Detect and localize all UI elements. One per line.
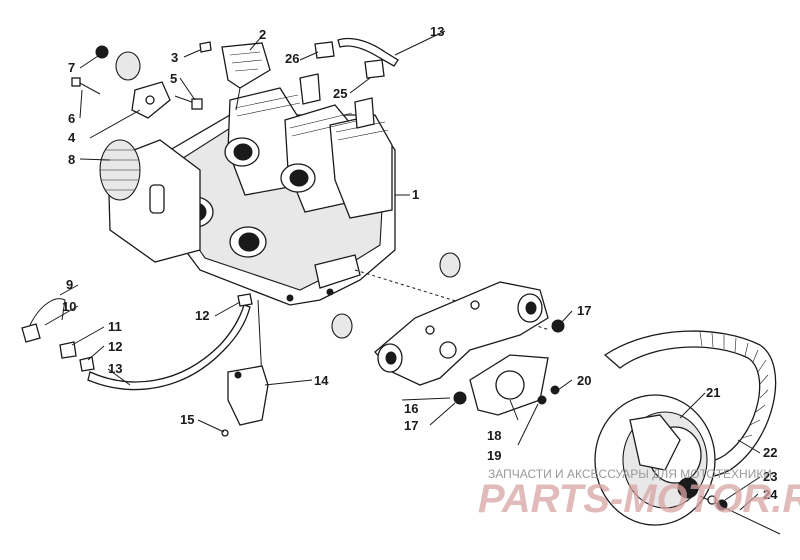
callout-20: 20 xyxy=(577,373,591,388)
callout-21: 21 xyxy=(706,385,720,400)
callout-24: 24 xyxy=(763,487,778,502)
watermark-tagline: ЗАПЧАСТИ И АКСЕССУАРЫ ДЛЯ МОТОТЕХНИКИ xyxy=(488,467,772,481)
callout-1: 1 xyxy=(412,187,419,202)
callout-13b: 13 xyxy=(430,24,444,39)
callout-23: 23 xyxy=(763,469,777,484)
callout-11: 11 xyxy=(108,319,122,334)
callout-25: 25 xyxy=(333,86,347,101)
callout-13a: 13 xyxy=(108,361,122,376)
callout-12a: 12 xyxy=(108,339,122,354)
callout-6: 6 xyxy=(68,111,75,126)
callout-3: 3 xyxy=(171,50,178,65)
recoil-starter xyxy=(99,139,201,263)
callout-15: 15 xyxy=(180,412,194,427)
callout-labels: 1 2 3 4 5 6 7 8 9 10 11 12 12 13 13 14 1… xyxy=(62,24,778,502)
top-hardware xyxy=(71,37,399,119)
callout-12b: 12 xyxy=(195,308,209,323)
callout-26: 26 xyxy=(285,51,299,66)
watermark-brand: PARTS-MOTOR.RU xyxy=(478,477,800,521)
bearing-bracket xyxy=(469,354,560,416)
callout-16: 16 xyxy=(404,401,418,416)
callout-19: 19 xyxy=(487,448,501,463)
callout-14: 14 xyxy=(314,373,329,388)
leader-lines xyxy=(44,30,761,511)
callout-17b: 17 xyxy=(404,418,418,433)
watermark: ЗАПЧАСТИ И АКСЕССУАРЫ ДЛЯ МОТОТЕХНИКИ PA… xyxy=(478,467,800,521)
callout-9: 9 xyxy=(66,277,73,292)
fuel-line-group xyxy=(21,293,263,391)
engine-assembly xyxy=(169,73,551,331)
callout-7: 7 xyxy=(68,60,75,75)
mount-bracket-14 xyxy=(221,365,269,437)
callout-5: 5 xyxy=(170,71,177,86)
callout-18: 18 xyxy=(487,428,501,443)
callout-2: 2 xyxy=(259,27,266,42)
callout-10: 10 xyxy=(62,299,76,314)
callout-4: 4 xyxy=(68,130,76,145)
callout-8: 8 xyxy=(68,152,75,167)
drive-clutch xyxy=(594,330,781,535)
callout-17a: 17 xyxy=(577,303,591,318)
callout-22: 22 xyxy=(763,445,777,460)
engine-plate xyxy=(331,252,565,405)
